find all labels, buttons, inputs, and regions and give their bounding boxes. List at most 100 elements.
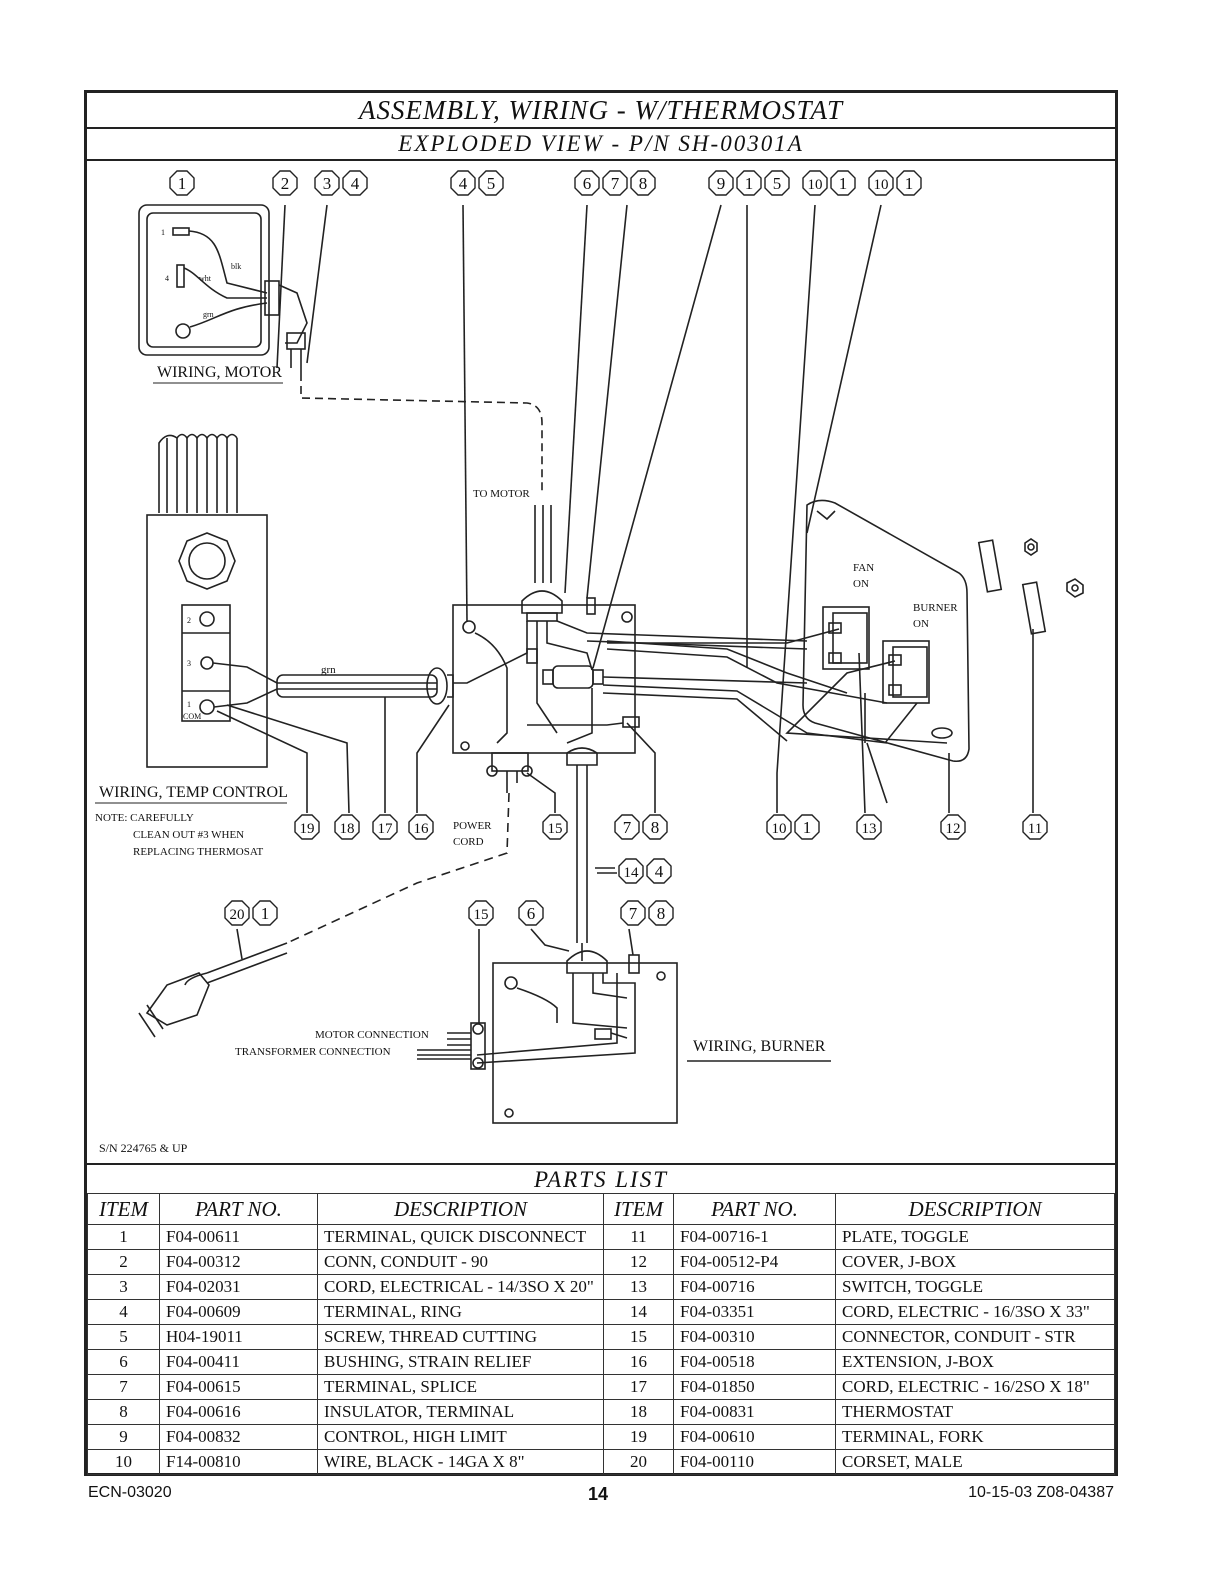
callout-number: 8 [639, 174, 648, 193]
table-cell: 11 [603, 1224, 674, 1250]
table-cell: 1 [87, 1224, 160, 1250]
callout-number: 10 [808, 177, 823, 193]
col-item-1: ITEM [87, 1193, 160, 1225]
callout-balloon [614, 814, 640, 840]
table-cell: TERMINAL, SPLICE [317, 1374, 604, 1400]
jbox-cover [802, 499, 970, 763]
table-cell: F04-00610 [673, 1424, 836, 1450]
parts-list-title: PARTS LIST [87, 1163, 1115, 1195]
callout-number: 5 [487, 174, 496, 193]
callout-balloon [224, 900, 250, 926]
table-cell: F04-00616 [159, 1399, 318, 1425]
to-motor-label: TO MOTOR [473, 488, 530, 500]
table-cell: CONNECTOR, CONDUIT - STR [835, 1324, 1115, 1350]
table-cell: F04-00310 [673, 1324, 836, 1350]
callout-number: 6 [527, 904, 536, 923]
callout-number: 19 [300, 821, 315, 837]
footer-docref: 10-15-03 Z08-04387 [968, 1484, 1114, 1501]
callout-balloon [450, 170, 476, 196]
table-cell: F04-00831 [673, 1399, 836, 1425]
callout-number: 10 [772, 821, 787, 837]
callout-number: 1 [745, 174, 754, 193]
col-partno-2: PART NO. [673, 1193, 836, 1225]
callout-number: 18 [340, 821, 355, 837]
callout-balloon [646, 858, 672, 884]
wiring-burner-label: WIRING, BURNER [693, 1038, 826, 1055]
callout-number: 16 [414, 821, 430, 837]
tc3-label: 3 [187, 659, 191, 668]
note-line-3: REPLACING THERMOSAT [133, 846, 264, 858]
callout-number: 13 [862, 821, 877, 837]
col-item-2: ITEM [603, 1193, 674, 1225]
callout-number: 1 [178, 174, 187, 193]
callout-balloon [478, 170, 504, 196]
callout-number: 12 [946, 821, 961, 837]
blk-label: blk [231, 262, 241, 271]
table-cell: 18 [603, 1399, 674, 1425]
callout-balloon [630, 170, 656, 196]
grn-small-label: grn [203, 310, 214, 319]
table-cell: WIRE, BLACK - 14GA X 8" [317, 1449, 604, 1475]
parts-table: ITEM PART NO. DESCRIPTION ITEM PART NO. … [87, 1193, 1115, 1475]
motor-box [138, 204, 270, 356]
col-partno-1: PART NO. [159, 1193, 318, 1225]
table-cell: EXTENSION, J-BOX [835, 1349, 1115, 1375]
callout-number: 1 [803, 818, 812, 837]
table-cell: 3 [87, 1274, 160, 1300]
callout-number: 4 [351, 174, 360, 193]
table-cell: CORD, ELECTRICAL - 14/3SO X 20" [317, 1274, 604, 1300]
callout-number: 1 [261, 904, 270, 923]
callout-number: 11 [1028, 821, 1042, 837]
table-cell: F04-00411 [159, 1349, 318, 1375]
col-desc-1: DESCRIPTION [317, 1193, 604, 1225]
table-cell: CONTROL, HIGH LIMIT [317, 1424, 604, 1450]
callout-number: 3 [323, 174, 332, 193]
callout-number: 4 [655, 862, 664, 881]
callout-number: 1 [905, 174, 914, 193]
parts-header-row: ITEM PART NO. DESCRIPTION ITEM PART NO. … [87, 1193, 1115, 1225]
table-cell: F04-02031 [159, 1274, 318, 1300]
table-cell: 16 [603, 1349, 674, 1375]
callout-balloon [408, 814, 434, 840]
callout-number: 5 [773, 174, 782, 193]
table-cell: SWITCH, TOGGLE [835, 1274, 1115, 1300]
callout-balloon [574, 170, 600, 196]
wiring-diagram: WIRING, MOTOR blk wht grn 1 4 2 3 1 COM … [95, 170, 1084, 1124]
callout-balloon [794, 814, 820, 840]
note-line-2: CLEAN OUT #3 WHEN [133, 829, 244, 841]
callout-number: 17 [378, 821, 394, 837]
callout-balloon [272, 170, 298, 196]
cord-label: CORD [453, 836, 484, 848]
table-cell: 12 [603, 1249, 674, 1275]
callout-number: 15 [548, 821, 563, 837]
table-cell: F04-00832 [159, 1424, 318, 1450]
table-cell: 14 [603, 1299, 674, 1325]
table-cell: F04-00312 [159, 1249, 318, 1275]
callout-balloon [618, 858, 644, 884]
callout-balloon [764, 170, 790, 196]
table-cell: 5 [87, 1324, 160, 1350]
table-cell: PLATE, TOGGLE [835, 1224, 1115, 1250]
callout-number: 4 [459, 174, 468, 193]
table-cell: 6 [87, 1349, 160, 1375]
power-label: POWER [453, 820, 492, 832]
table-cell: SCREW, THREAD CUTTING [317, 1324, 604, 1350]
table-cell: 13 [603, 1274, 674, 1300]
serial-number: S/N 224765 & UP [99, 1141, 188, 1155]
callout-balloon [830, 170, 856, 196]
page-title: ASSEMBLY, WIRING - W/THERMOSTAT [87, 93, 1115, 129]
temp-control-box [146, 514, 268, 768]
table-cell: BUSHING, STRAIN RELIEF [317, 1349, 604, 1375]
callout-balloon [648, 900, 674, 926]
callout-balloon [542, 814, 568, 840]
table-cell: CORSET, MALE [835, 1449, 1115, 1475]
callout-number: 7 [629, 904, 638, 923]
